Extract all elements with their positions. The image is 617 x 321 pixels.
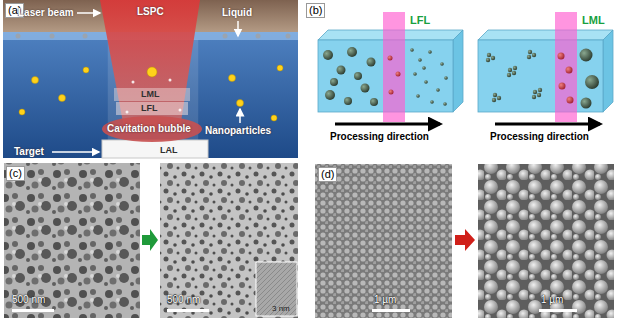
beam-label: Laser beam xyxy=(18,7,74,19)
panel-a-scheme xyxy=(3,0,298,158)
layer-label: LFL xyxy=(141,103,158,113)
target-label: Target xyxy=(14,146,44,158)
panel-label: (b) xyxy=(306,3,325,18)
panel-d-sem xyxy=(315,164,614,318)
scale-label: 500 nm xyxy=(12,294,45,306)
layer-label: LAL xyxy=(160,145,178,155)
panel-c-tem xyxy=(4,163,298,318)
layer-label: LML xyxy=(141,89,160,99)
particle-label: Nanoparticles xyxy=(205,125,271,137)
panel-b-cuvettes xyxy=(318,12,613,124)
direction-label: Processing direction xyxy=(490,131,589,143)
liquid-label: Liquid xyxy=(222,7,252,19)
direction-label: Processing direction xyxy=(330,131,429,143)
mode-label: LFL xyxy=(410,14,430,27)
panel-label: (d) xyxy=(318,167,337,182)
lspc-label: LSPC xyxy=(137,6,164,18)
bubble-label: Cavitation bubble xyxy=(107,123,191,135)
scale-label: 1 µm xyxy=(374,294,396,306)
scale-label: 3 nm xyxy=(272,304,290,313)
mode-label: LML xyxy=(582,14,605,27)
panel-label: (c) xyxy=(6,166,25,181)
scale-label: 500 nm xyxy=(167,294,200,306)
scale-label: 1 µm xyxy=(541,294,563,306)
